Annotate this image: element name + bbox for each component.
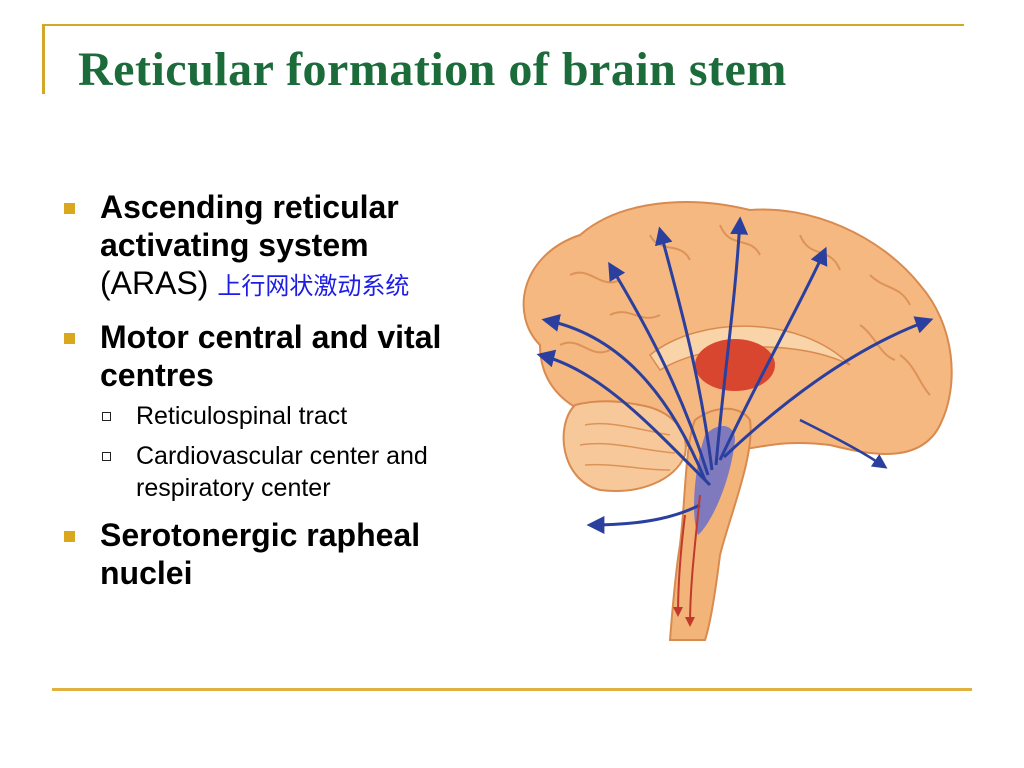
square-bullet-icon — [64, 203, 75, 214]
hollow-square-bullet-icon — [102, 452, 111, 461]
hollow-square-bullet-icon — [102, 412, 111, 421]
square-bullet-icon — [64, 333, 75, 344]
descending-arrow — [685, 494, 701, 627]
bottom-rule — [52, 688, 972, 691]
bullet-raphe-label: Serotonergic rapheal nuclei — [100, 517, 421, 591]
frame-vertical-line — [42, 24, 45, 94]
ascending-arrow — [608, 261, 710, 476]
sub-bullet-list: Reticulospinal tract Cardiovascular cent… — [100, 400, 482, 504]
bullet-aras: Ascending reticular activating system (A… — [62, 188, 482, 306]
optic-arrow — [799, 418, 888, 469]
brain-sagittal-illustration — [522, 201, 953, 641]
ascending-arrow — [541, 314, 707, 481]
ascending-arrow — [722, 316, 934, 459]
bullet-motor-centres: Motor central and vital centres Reticulo… — [62, 318, 482, 504]
ascending-arrow — [714, 216, 749, 466]
ascending-arrow — [718, 246, 828, 461]
frame-top-line — [42, 24, 964, 26]
sub-bullet-label: Cardiovascular center and respiratory ce… — [136, 442, 428, 502]
bullet-motor-label: Motor central and vital centres — [100, 319, 442, 393]
bullet-aras-title: Ascending reticular activating system — [100, 189, 399, 263]
bullet-aras-abbrev: (ARAS) — [100, 265, 209, 301]
bullet-list: Ascending reticular activating system (A… — [62, 188, 482, 604]
ascending-arrow — [536, 349, 712, 487]
bullet-raphe-nuclei: Serotonergic rapheal nuclei — [62, 516, 482, 592]
descending-arrow — [673, 514, 686, 617]
ascending-arrow — [655, 226, 714, 471]
ascending-arrow — [586, 503, 701, 534]
bullet-aras-chinese: 上行网状激动系统 — [217, 273, 410, 300]
square-bullet-icon — [64, 531, 75, 542]
sub-bullet-item: Reticulospinal tract — [100, 400, 482, 432]
thalamus-shape — [695, 339, 775, 391]
sub-bullet-label: Reticulospinal tract — [136, 402, 348, 430]
sub-bullet-item: Cardiovascular center and respiratory ce… — [100, 440, 482, 504]
slide-title: Reticular formation of brain stem — [78, 43, 787, 96]
